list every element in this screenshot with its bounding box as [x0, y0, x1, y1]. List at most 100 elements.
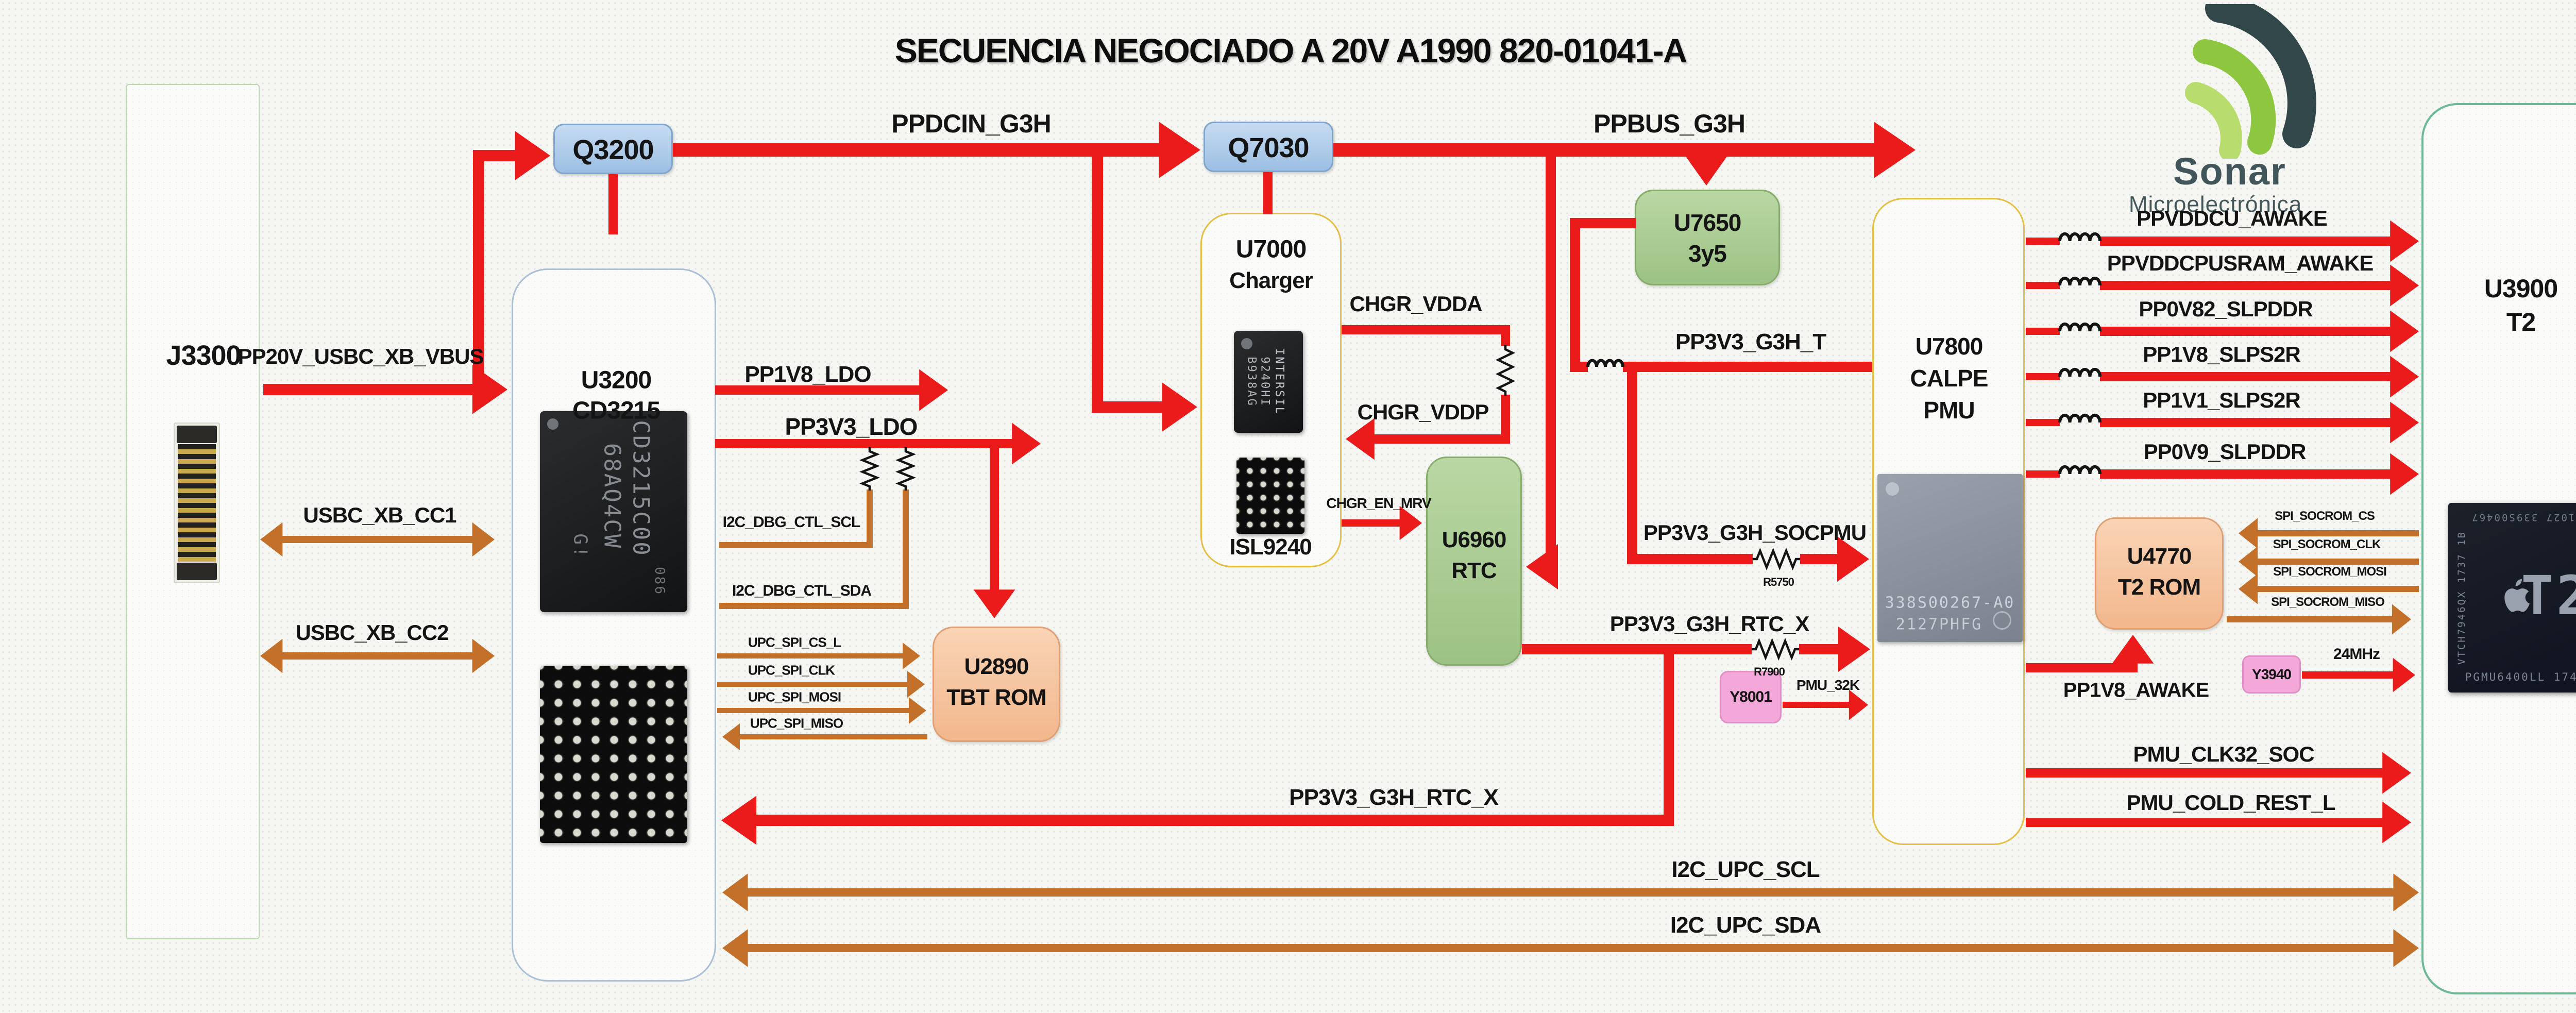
u7800-chip-photo-text: 2127PHFG	[1895, 615, 1983, 634]
label-tbt-rom: TBT ROM	[946, 685, 1046, 710]
wire-ppdcin-g3h-arrowhead	[1159, 122, 1200, 178]
wire-ppbus-to-u7650-arrowhead	[1684, 154, 1729, 185]
label-pp3v3-ldo: PP3V3_LDO	[785, 413, 918, 440]
q3200-box	[553, 124, 673, 174]
label-i2c-upc-sda: I2C_UPC_SDA	[1670, 913, 1821, 938]
wire-i2c-upc-sda-arrowhead	[2393, 929, 2419, 967]
wire-ppbus-g3h-arrowhead	[1874, 122, 1916, 178]
label-pmu-32k: PMU_32K	[1796, 677, 1860, 693]
label-upc-spi-clk: UPC_SPI_CLK	[748, 662, 835, 678]
resistor-i2c-dbg-sda	[895, 447, 916, 491]
q7030-box	[1204, 122, 1333, 172]
resistor-r7900	[1752, 637, 1799, 661]
wire-i2c-dbg-ctl-sda	[719, 489, 909, 609]
label-rtc: RTC	[1451, 558, 1497, 583]
label-ppvddcu-awake: PPVDDCU_AWAKE	[2137, 206, 2328, 230]
label-pp3v3-g3h-t: PP3V3_G3H_T	[1675, 329, 1826, 354]
label-upc-spi-miso: UPC_SPI_MISO	[750, 715, 843, 731]
label-24mhz: 24MHz	[2333, 646, 2380, 663]
label-pmu: PMU	[1923, 397, 1975, 424]
sonar-logo-arcs-icon	[2185, 0, 2316, 161]
label-u7650: U7650	[1673, 209, 1742, 236]
u3200-bga-photo	[540, 666, 687, 843]
wire-pmu-cold-rest-l-arrowhead	[2382, 801, 2411, 843]
wire-chgr-vddp-arrowhead	[1346, 418, 1375, 460]
resistor-chgr-vdda	[1495, 345, 1516, 396]
label-i2c-dbg-ctl-sda: I2C_DBG_CTL_SDA	[732, 582, 872, 599]
label-r7900: R7900	[1754, 665, 1785, 678]
wire-socpmu-arrow-arrowhead	[1837, 536, 1869, 582]
wire-24mhz-arrowhead	[2393, 657, 2415, 693]
wire-rtc-x-bottom-arrowhead	[721, 796, 757, 845]
u3900-chip-photo-text: T2	[2521, 564, 2576, 627]
label-i2c-upc-scl: I2C_UPC_SCL	[1671, 857, 1820, 882]
wire-chgr-vddp	[1373, 395, 1510, 444]
wire-pp0v82-slpddr-arrowhead	[2390, 310, 2419, 352]
label-u7800: U7800	[1915, 333, 1984, 360]
label-cd3215: CD3215	[572, 397, 660, 425]
wire-pp3v3-g3h-socpmu	[1627, 367, 1753, 564]
wire-rtc-x-arrow-arrowhead	[1838, 627, 1870, 672]
wire-pp1v8-awake	[2026, 662, 2138, 672]
label-pmu-clk32-soc: PMU_CLK32_SOC	[2133, 742, 2314, 766]
label-u7000: U7000	[1235, 235, 1307, 263]
wire-pmu-clk32-soc-arrowhead	[2382, 752, 2411, 794]
resistor-r5750	[1753, 547, 1800, 571]
page-title: SECUENCIA NEGOCIADO A 20V A1990 820-0104…	[894, 31, 1687, 70]
wire-upc-spi-mosi-arrowhead	[909, 697, 926, 724]
wire-i2c-upc-scl-arrowhead	[2393, 873, 2419, 911]
wire-usbc-xb-cc2-arrowhead	[472, 638, 495, 673]
label-pp1v1-slps2r: PP1V1_SLPS2R	[2143, 388, 2301, 412]
resistor-i2c-dbg-scl	[859, 447, 880, 491]
label-upc-spi-mosi: UPC_SPI_MOSI	[748, 689, 841, 705]
wire-ppvddcu-awake-arrowhead	[2390, 220, 2419, 262]
wire-pp3v3-to-u2890-arrowhead	[973, 589, 1015, 618]
label-u7650-3y5: 3y5	[1688, 240, 1727, 267]
wire-upc-spi-cs-l-arrowhead	[903, 643, 920, 669]
label-chgr-vddp: CHGR_VDDP	[1357, 400, 1489, 424]
sonar-logo-subtitle: Microelectrónica	[2128, 192, 2302, 217]
wire-ppdcin-to-u7000	[1092, 150, 1163, 413]
y3940-box	[2242, 655, 2301, 694]
label-spi-socrom-mosi: SPI_SOCROM_MOSI	[2273, 565, 2387, 579]
u7000-bga-photo	[1236, 458, 1304, 534]
coil-pp0v9	[2058, 465, 2102, 475]
label-pp20v-usbc-xb-vbus: PP20V_USBC_XB_VBUS	[238, 344, 484, 368]
wire-usbc-xb-cc2-arrowhead	[260, 638, 283, 673]
wire-chgr-vdda	[1342, 325, 1510, 346]
u4770-t2rom-box	[2095, 517, 2224, 630]
coil-ppvddcpusram	[2058, 276, 2102, 286]
sonar-logo: Sonar Microelectrónica	[2097, 0, 2329, 221]
y8001-box	[1720, 671, 1782, 723]
wire-upc-spi-clk-arrowhead	[907, 671, 925, 698]
u3900-chip-photo-text: PGMU6400LL 1744	[2465, 671, 2576, 683]
coil-pp1v8	[2058, 367, 2102, 377]
label-u2890: U2890	[964, 654, 1029, 679]
label-pp0v9-slpddr: PP0V9_SLPDDR	[2143, 440, 2307, 464]
label-pmu-cold-rest-l: PMU_COLD_REST_L	[2126, 790, 2335, 815]
wire-spi-socrom-cs-arrowhead	[2239, 518, 2258, 549]
label-usbc-xb-cc1: USBC_XB_CC1	[303, 503, 456, 527]
label-u4770: U4770	[2127, 544, 2192, 569]
label-t2-rom: T2 ROM	[2117, 575, 2201, 600]
label-spi-socrom-cs: SPI_SOCROM_CS	[2275, 509, 2375, 523]
label-ppbus-g3h: PPBUS_G3H	[1594, 109, 1745, 138]
u7800-chip-photo-text: 338S00267-A0	[1885, 594, 2015, 612]
label-chgr-en-mrv: CHGR_EN_MRV	[1326, 495, 1431, 511]
wire-pp1v8-awake-arrowhead	[2112, 635, 2154, 664]
coil-pp1v1	[2058, 413, 2102, 423]
label-i2c-dbg-ctl-scl: I2C_DBG_CTL_SCL	[722, 514, 861, 531]
wire-pp1v8-ldo-arrowhead	[919, 369, 948, 411]
label-spi-socrom-miso: SPI_SOCROM_MISO	[2271, 595, 2385, 609]
label-q3200: Q3200	[572, 134, 654, 165]
apple-logo-icon	[2504, 579, 2530, 612]
label-y8001: Y8001	[1730, 688, 1772, 705]
label-upc-spi-cs-l: UPC_SPI_CS_L	[748, 634, 841, 650]
sonar-logo-name: Sonar	[2173, 150, 2286, 193]
label-ppdcin-g3h: PPDCIN_G3H	[891, 109, 1052, 138]
wire-pp3v3-ldo-arrowhead	[1012, 423, 1041, 465]
u7650-box	[1635, 190, 1780, 285]
j3300-connector-photo	[174, 423, 220, 583]
